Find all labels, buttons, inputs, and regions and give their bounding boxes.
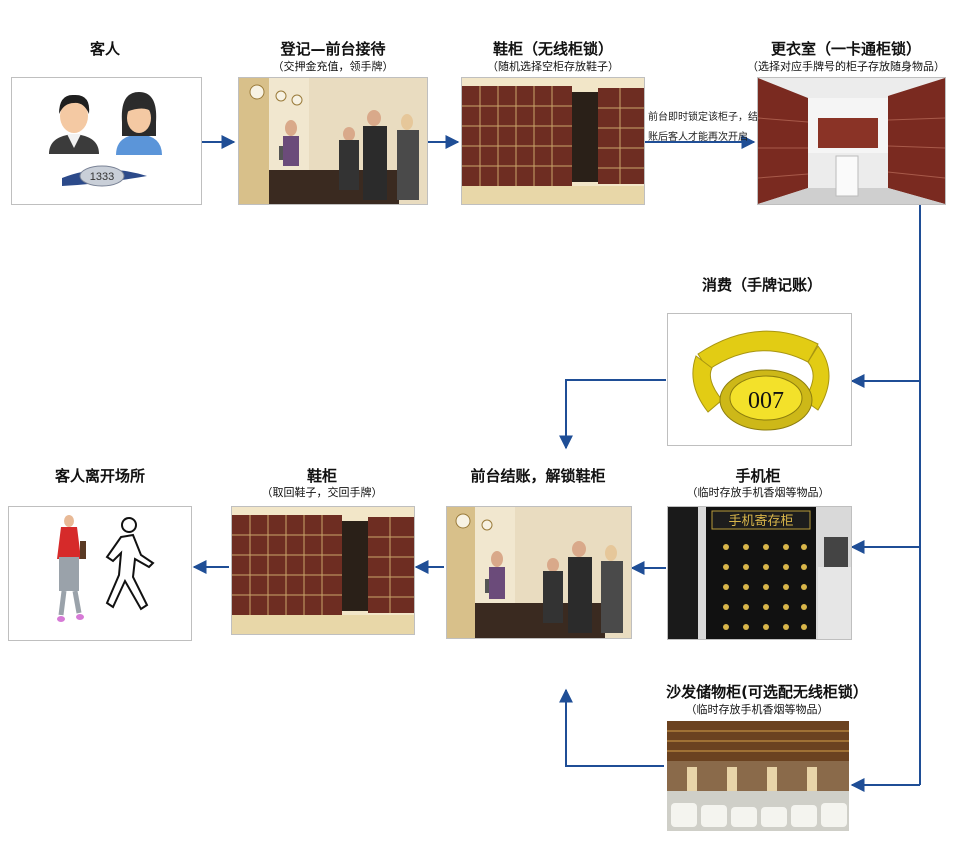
wristband-number: 007	[748, 388, 784, 414]
leave-box	[8, 506, 192, 641]
shoe-return-title: 鞋柜	[306, 467, 338, 485]
key-tag-icon: 1333	[62, 165, 147, 187]
arrow-consume-to-checkout	[559, 379, 666, 450]
guest-box: 1333	[11, 77, 202, 205]
male-avatar-icon	[49, 94, 99, 154]
phone-cabinet-subtitle: （临时存放手机香烟等物品）	[686, 486, 830, 499]
arrow-sofa-to-checkout	[559, 688, 664, 767]
checkout-title: 前台结账，解锁鞋柜	[470, 467, 606, 485]
key-tag-number: 1333	[90, 171, 114, 183]
guest-illustration: 1333	[49, 92, 162, 187]
shoe-return-subtitle: （取回鞋子，交回手牌）	[261, 486, 383, 499]
shoe-cabinet-photo	[461, 77, 645, 205]
phone-cabinet-sign: 手机寄存柜	[728, 513, 793, 529]
shoe-cabinet-title: 鞋柜（无线柜锁）	[492, 40, 614, 58]
walking-woman-icon	[57, 515, 86, 622]
locker-room-subtitle: （选择对应手牌号的柜子存放随身物品）	[747, 60, 945, 73]
shoe-cabinet-subtitle: （随机选择空柜存放鞋子）	[487, 60, 619, 73]
reception-subtitle: （交押金充值，领手牌）	[272, 60, 394, 73]
leave-title: 客人离开场所	[54, 467, 146, 485]
lock-note: 前台即时锁定该柜子，结 账后客人才能再次开启	[648, 108, 758, 148]
shoe-return-photo	[231, 506, 415, 635]
locker-room-photo	[757, 77, 946, 205]
phone-cabinet-title: 手机柜	[735, 467, 781, 485]
lock-note-line2: 账后客人才能再次开启	[648, 132, 748, 143]
locker-room-title: 更衣室（一卡通柜锁）	[770, 40, 922, 58]
sofa-cabinet-subtitle: （临时存放手机香烟等物品）	[685, 703, 829, 716]
consume-photo: 007	[667, 313, 852, 446]
sofa-cabinet-title: 沙发储物柜(可选配无线柜锁）	[666, 683, 868, 701]
checkout-photo	[446, 506, 632, 639]
lock-note-line1: 前台即时锁定该柜子，结	[648, 112, 758, 123]
walking-person-outline-icon	[105, 517, 155, 611]
female-avatar-icon	[116, 92, 162, 155]
phone-cabinet-photo: 手机寄存柜	[667, 506, 852, 640]
consume-title: 消费（手牌记账）	[701, 276, 823, 294]
sofa-cabinet-photo	[667, 721, 849, 831]
reception-photo	[238, 77, 428, 205]
reception-title: 登记—前台接待	[280, 40, 386, 58]
guest-title: 客人	[89, 40, 121, 58]
